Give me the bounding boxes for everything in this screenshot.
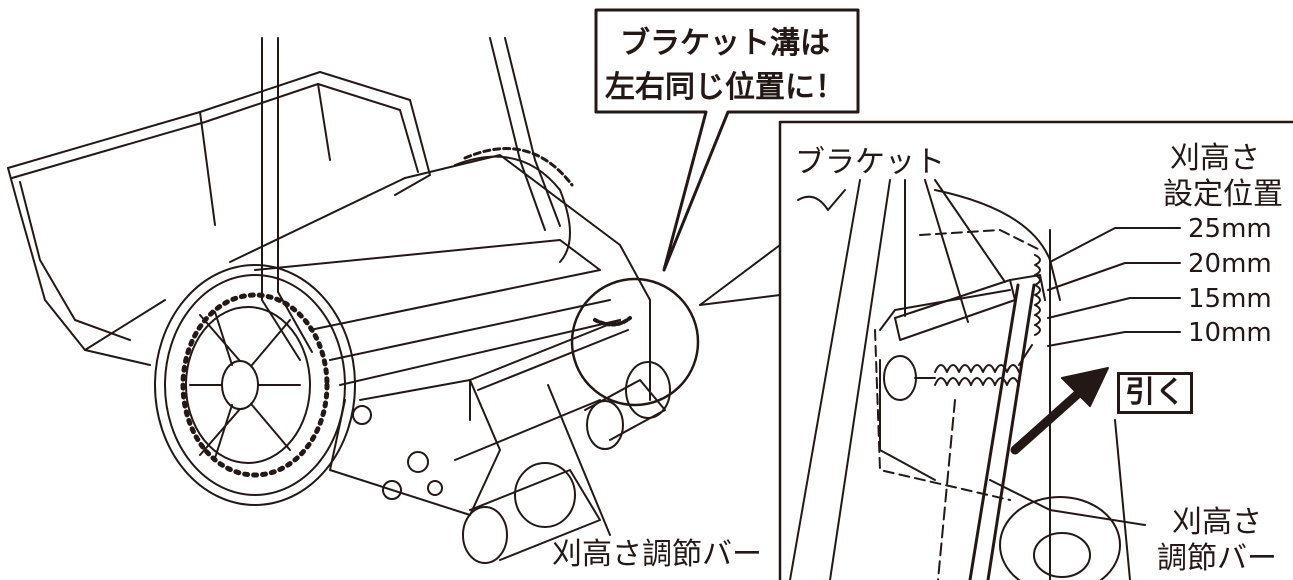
adjuster-bar	[454, 319, 629, 461]
height-25mm: 25mm	[1188, 214, 1272, 244]
inset-bar-label-2: 調節バー	[1157, 541, 1277, 576]
main-bar-label: 刈高さ調節バー	[552, 537, 762, 572]
front-wheel	[154, 264, 356, 506]
inset-panel	[699, 120, 1293, 580]
bracket-leader	[924, 179, 969, 323]
height-setting-label-2: 設定位置	[1163, 177, 1283, 212]
bracket-label: ブラケット	[795, 145, 945, 180]
mower-overview	[7, 37, 700, 564]
height-20mm: 20mm	[1188, 249, 1272, 279]
leader-10mm	[1047, 331, 1181, 347]
pull-label: 引く	[1117, 372, 1193, 414]
callout-text: ブラケット溝は 左右同じ位置に！	[600, 22, 850, 110]
height-15mm: 15mm	[1188, 284, 1272, 314]
bar-leader	[989, 479, 1146, 526]
handle	[261, 37, 561, 361]
height-notches	[1034, 254, 1041, 336]
inset-bar-label-1: 刈高さ	[1172, 505, 1262, 540]
callout-line-2: 左右同じ位置に！	[605, 70, 845, 105]
spring	[883, 344, 1033, 401]
detail-circle	[570, 277, 700, 407]
height-setting-label-1: 刈高さ	[1170, 141, 1260, 176]
height-10mm: 10mm	[1188, 318, 1272, 348]
callout-bubble	[594, 8, 860, 272]
reel-housing	[229, 154, 651, 421]
main-label-leader	[547, 384, 611, 536]
leader-20mm	[1047, 262, 1181, 291]
callout-line-1: ブラケット溝は	[620, 26, 830, 61]
inset-adjuster-bar	[937, 283, 1036, 580]
bracket	[894, 274, 1046, 341]
grass-catcher	[7, 71, 431, 366]
inset-roller	[999, 496, 1121, 580]
roller	[462, 361, 671, 564]
leader-15mm	[1047, 297, 1181, 319]
leader-25mm	[1049, 227, 1181, 263]
side-plate	[329, 379, 501, 516]
pull-arrow	[1010, 367, 1109, 455]
